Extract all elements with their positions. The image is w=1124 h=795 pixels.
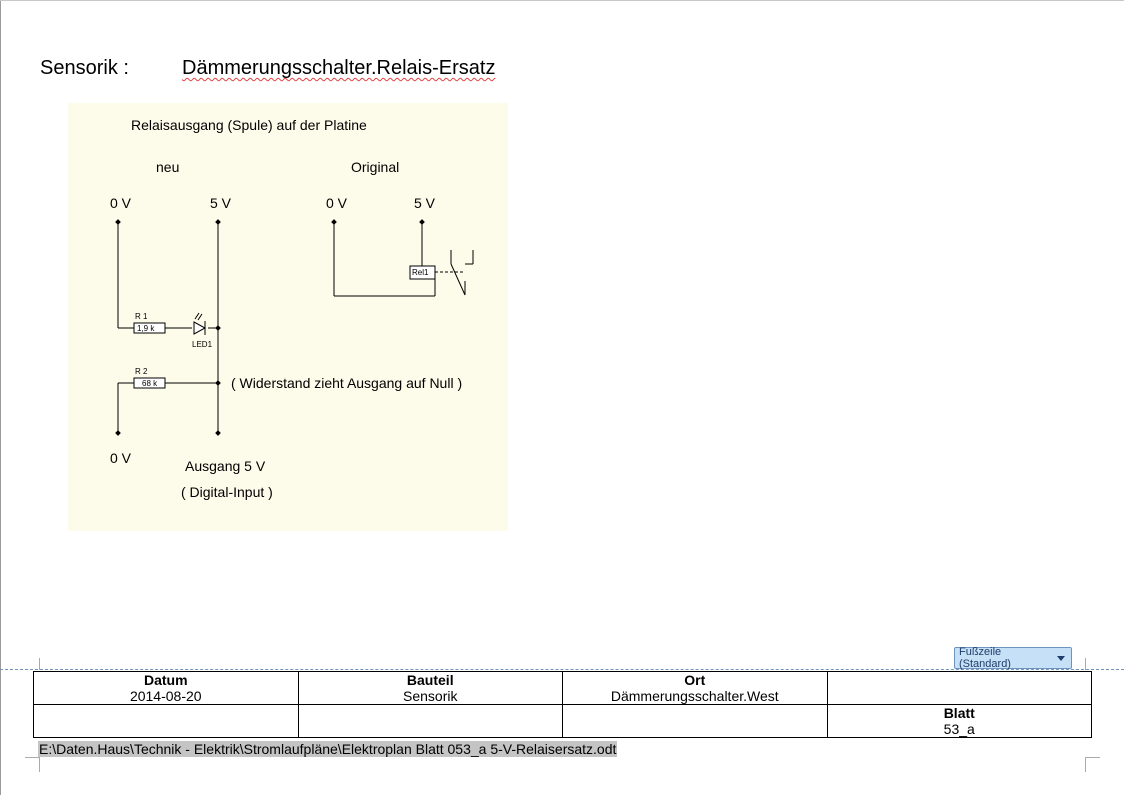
cell-empty-2[interactable]: [297, 704, 563, 738]
cell-blatt[interactable]: Blatt 53_a: [826, 704, 1092, 738]
cell-empty-3[interactable]: [562, 704, 828, 738]
new-circuit-nodes: [115, 219, 221, 436]
crop-mark-bottom-left: [25, 757, 40, 772]
relay-contact: [435, 250, 474, 296]
r2-name: R 2: [135, 367, 148, 376]
label-original: Original: [351, 159, 399, 175]
cell-ort[interactable]: Ort Dämmerungsschalter.West: [562, 671, 828, 705]
footer-style-button[interactable]: Fußzeile (Standard): [954, 646, 1072, 670]
resistor-note: ( Widerstand zieht Ausgang auf Null ): [231, 375, 462, 391]
original-circuit-nodes: [331, 219, 425, 225]
page-left-edge: [0, 0, 1, 795]
r1-value: 1,9 k: [137, 324, 155, 333]
datum-label: Datum: [143, 672, 188, 688]
cell-empty-1[interactable]: [33, 704, 299, 738]
label-new-5v: 5 V: [210, 195, 232, 211]
crop-mark-top-left: [25, 658, 40, 670]
footer-style-label: Fußzeile (Standard): [959, 646, 1011, 670]
crop-mark-bottom-right: [1085, 757, 1100, 772]
footer-boundary-line: [0, 669, 1124, 670]
table-row: Datum 2014-08-20 Bauteil Sensorik Ort Dä…: [33, 671, 1092, 705]
r2-value: 68 k: [142, 379, 158, 388]
cell-empty-top-right[interactable]: [826, 671, 1092, 705]
r1-name: R 1: [135, 312, 148, 321]
table-row: Blatt 53_a: [33, 704, 1092, 738]
led1-name: LED1: [192, 340, 213, 349]
original-circuit-wires: [333, 222, 436, 297]
file-path-field[interactable]: E:\Daten.Haus\Technik - Elektrik\Stromla…: [38, 741, 618, 757]
ort-value: Dämmerungsschalter.West: [610, 688, 779, 704]
label-orig-0v: 0 V: [326, 195, 348, 211]
resistor-r1: [133, 322, 166, 334]
label-output: Ausgang 5 V: [185, 458, 266, 474]
blatt-label: Blatt: [943, 705, 975, 721]
heading-title: Dämmerungsschalter.Relais-Ersatz: [182, 57, 496, 79]
footer-table: Datum 2014-08-20 Bauteil Sensorik Ort Dä…: [33, 671, 1092, 738]
circuit-diagram[interactable]: Relaisausgang (Spule) auf der Platine ne…: [68, 103, 508, 531]
led1-symbol: [193, 312, 207, 335]
label-new: neu: [156, 159, 179, 175]
label-output-note: ( Digital-Input ): [181, 484, 273, 500]
cell-bauteil[interactable]: Bauteil Sensorik: [297, 671, 563, 705]
page-top-edge: [0, 0, 1124, 1]
datum-value: 2014-08-20: [129, 688, 202, 704]
diagram-caption: Relaisausgang (Spule) auf der Platine: [131, 117, 367, 133]
label-bottom-0v: 0 V: [110, 450, 132, 466]
crop-mark-top-right: [1085, 658, 1100, 670]
bauteil-value: Sensorik: [403, 688, 458, 704]
resistor-r2: [133, 377, 166, 389]
label-new-0v: 0 V: [110, 195, 132, 211]
blatt-value: 53_a: [943, 721, 975, 737]
rel1-name: Rel1: [412, 268, 429, 277]
cell-datum[interactable]: Datum 2014-08-20: [33, 671, 299, 705]
ort-label: Ort: [684, 672, 706, 688]
label-orig-5v: 5 V: [414, 195, 436, 211]
circuit-diagram-svg: Relaisausgang (Spule) auf der Platine ne…: [110, 117, 474, 500]
heading-label: Sensorik :: [40, 57, 129, 79]
bauteil-label: Bauteil: [406, 672, 454, 688]
chevron-down-icon[interactable]: [1057, 655, 1065, 661]
